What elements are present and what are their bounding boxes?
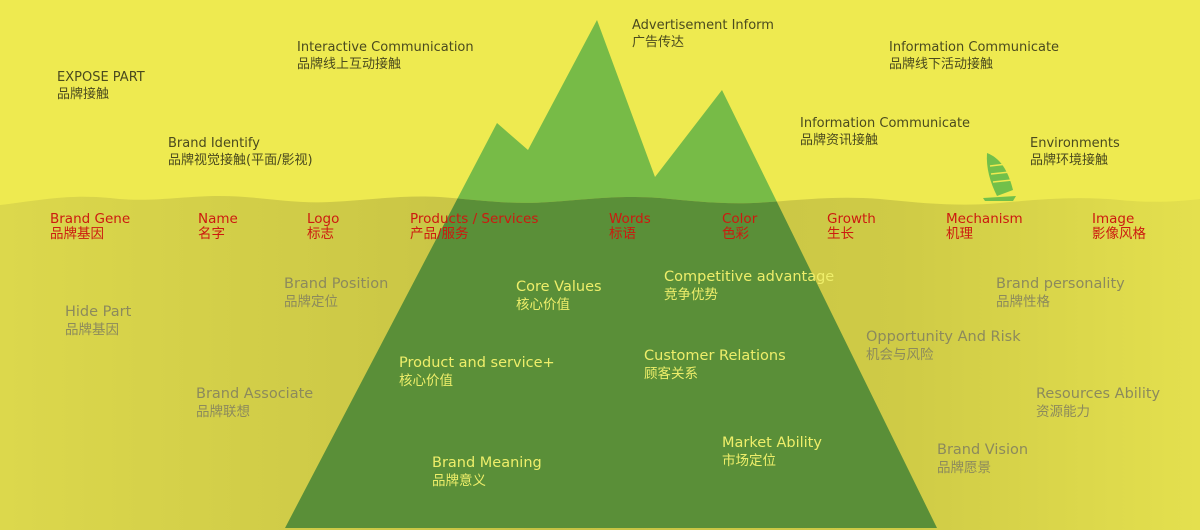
label-en: Core Values: [516, 279, 602, 295]
label-core-values: Core Values 核心价值: [516, 278, 602, 314]
label-en: Brand Gene: [50, 211, 131, 227]
label-en: Hide Part: [65, 304, 132, 320]
label-en: Name: [198, 211, 238, 227]
label-en: Brand Associate: [196, 386, 314, 402]
label-en: EXPOSE PART: [57, 70, 145, 85]
label-en: Customer Relations: [644, 348, 786, 364]
label-en: Product and service+: [399, 355, 555, 371]
label-information-communicate: Information Communicate 品牌资讯接触: [800, 115, 970, 149]
label-cn: 品牌性格: [996, 294, 1050, 310]
label-competitive-advantage: Competitive advantage 竞争优势: [664, 268, 834, 304]
label-opportunity-risk: Opportunity And Risk 机会与风险: [866, 328, 1021, 364]
label-en: Competitive advantage: [664, 269, 835, 285]
label-brand-meaning: Brand Meaning 品牌意义: [432, 454, 542, 490]
label-cn: 核心价值: [516, 297, 570, 313]
label-cn: 资源能力: [1036, 404, 1090, 420]
label-en: Environments: [1030, 136, 1120, 151]
label-cn: 标语: [609, 226, 636, 242]
label-cn: 机理: [946, 226, 973, 242]
label-cn: 机会与风险: [866, 347, 934, 363]
label-en: Brand Vision: [937, 442, 1029, 458]
label-cn: 品牌愿景: [937, 460, 991, 476]
label-en: Color: [722, 211, 758, 227]
label-cn: 品牌基因: [50, 226, 104, 242]
label-cn: 品牌定位: [284, 294, 338, 310]
label-cn: 顾客关系: [644, 366, 698, 382]
label-cn: 色彩: [722, 226, 749, 242]
label-en: Brand Identify: [168, 136, 260, 151]
label-cn: 标志: [307, 226, 334, 242]
label-cn: 品牌线下活动接触: [889, 57, 994, 72]
label-cn: 品牌联想: [196, 404, 250, 420]
label-cn: 生长: [827, 226, 854, 242]
label-en: Resources Ability: [1036, 386, 1161, 402]
label-en: Information Communicate: [889, 40, 1060, 55]
label-en: Mechanism: [946, 211, 1023, 227]
label-cn: 广告传达: [632, 35, 685, 50]
label-brand-position: Brand Position 品牌定位: [284, 275, 388, 311]
label-en: Logo: [307, 211, 340, 227]
label-cn: 竞争优势: [664, 287, 718, 303]
label-en: Information Communicate: [800, 116, 971, 131]
label-hide-part: Hide Part 品牌基因: [65, 303, 131, 339]
label-en: Brand Position: [284, 276, 389, 292]
label-advertisement-inform: Advertisement Inform 广告传达: [632, 17, 774, 51]
label-interactive-communication: Interactive Communication 品牌线上互动接触: [297, 39, 474, 73]
label-cn: 品牌意义: [432, 473, 486, 489]
label-cn: 市场定位: [722, 453, 776, 469]
label-cn: 名字: [198, 226, 225, 242]
label-en: Interactive Communication: [297, 40, 474, 55]
label-brand-vision: Brand Vision 品牌愿景: [937, 441, 1028, 477]
label-en: Words: [609, 211, 651, 227]
label-cn: 品牌接触: [57, 87, 110, 102]
label-en: Market Ability: [722, 435, 822, 451]
label-expose-part: EXPOSE PART 品牌接触: [57, 69, 145, 103]
label-en: Advertisement Inform: [632, 18, 774, 33]
label-cn: 核心价值: [399, 373, 453, 389]
label-cn: 影像风格: [1092, 226, 1146, 242]
label-brand-associate: Brand Associate 品牌联想: [196, 385, 313, 421]
sailboat-icon: [983, 153, 1016, 201]
label-en: Image: [1092, 211, 1135, 227]
label-en: Brand personality: [996, 276, 1125, 292]
label-information-communicate-offline: Information Communicate 品牌线下活动接触: [889, 39, 1059, 73]
label-en: Brand Meaning: [432, 455, 542, 471]
label-en: Opportunity And Risk: [866, 329, 1021, 345]
label-cn: 品牌基因: [65, 322, 119, 338]
label-customer-relations: Customer Relations 顾客关系: [644, 347, 786, 383]
label-cn: 品牌视觉接触(平面/影视): [168, 153, 313, 168]
label-brand-identify: Brand Identify 品牌视觉接触(平面/影视): [168, 135, 313, 169]
label-resources-ability: Resources Ability 资源能力: [1036, 385, 1160, 421]
label-product-service: Product and service+ 核心价值: [399, 354, 555, 390]
label-cn: 产品/服务: [410, 226, 469, 242]
label-brand-personality: Brand personality 品牌性格: [996, 275, 1125, 311]
label-market-ability: Market Ability 市场定位: [722, 434, 822, 470]
label-en: Growth: [827, 211, 876, 227]
label-en: Products / Services: [410, 211, 539, 227]
label-cn: 品牌资讯接触: [800, 133, 879, 148]
label-cn: 品牌环境接触: [1030, 153, 1109, 168]
label-cn: 品牌线上互动接触: [297, 57, 402, 72]
mountain-below-water: [285, 196, 937, 528]
label-environments: Environments 品牌环境接触: [1030, 135, 1120, 169]
